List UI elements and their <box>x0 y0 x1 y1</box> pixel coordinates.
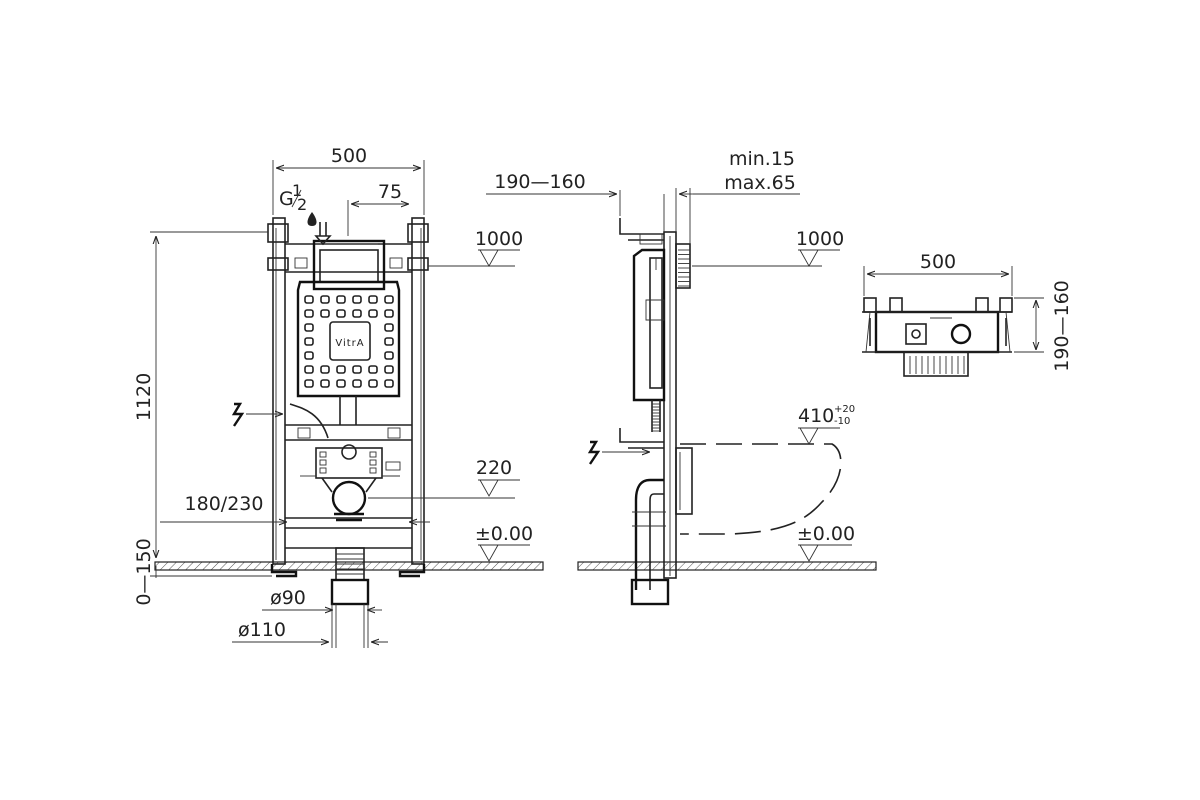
label-inlet-offset: 75 <box>378 181 402 203</box>
flush-opening <box>312 239 386 291</box>
label-thread-base: G <box>279 188 294 210</box>
dim-inlet-offset: 75 <box>347 181 409 236</box>
dim-top-depth: 190—160 <box>1014 280 1073 372</box>
dim-top-width: 500 <box>863 251 1013 296</box>
cistern-logo: VitrA <box>335 338 364 349</box>
side-drain-pipe <box>630 447 693 606</box>
side-cistern <box>632 248 666 432</box>
water-drop-icon <box>307 212 317 226</box>
cistern: VitrA <box>296 280 401 398</box>
frame-markers <box>294 257 403 269</box>
front-frame <box>267 217 429 578</box>
dim-pipe-large: ø110 <box>232 604 388 648</box>
dim-front-1000: 1000 <box>428 228 523 267</box>
label-clearance-min: min.15 <box>729 148 795 170</box>
label-thread-num: 1 <box>292 181 302 200</box>
label-top-depth: 190—160 <box>1051 280 1073 372</box>
dim-side-floor: ±0.00 <box>797 523 855 562</box>
dim-side-depth: 190—160 <box>486 171 694 232</box>
label-bowl-height: 410 <box>798 405 834 427</box>
drain-assembly <box>300 444 401 606</box>
side-electric-icon <box>587 440 650 465</box>
front-view: VitrA <box>133 145 544 648</box>
dim-side-1000: 1000 <box>692 228 844 267</box>
dim-front-width: 500 <box>272 145 425 215</box>
label-bowl-tol-plus: +20 <box>834 404 855 415</box>
label-bowl-tol-minus: -10 <box>834 416 850 427</box>
front-floor <box>154 561 544 571</box>
side-bowl-outline <box>680 443 842 535</box>
dim-foot-adjust: 0—150 <box>133 538 272 606</box>
label-pipe-small: ø90 <box>270 587 306 609</box>
label-front-height: 1120 <box>133 373 155 421</box>
top-view: 500 190—160 <box>862 251 1073 377</box>
side-frame <box>619 218 691 579</box>
label-foot-adjust: 0—150 <box>133 538 155 605</box>
label-side-depth: 190—160 <box>494 171 586 193</box>
electric-supply-icon <box>231 402 283 427</box>
label-front-floor: ±0.00 <box>475 523 533 545</box>
side-floor <box>577 561 877 571</box>
label-front-1000: 1000 <box>475 228 523 250</box>
dim-pipe-small: ø90 <box>262 587 382 648</box>
label-top-width: 500 <box>920 251 956 273</box>
dim-wall-clearance: min.15 max.65 <box>663 148 800 244</box>
dim-bolt-spacing: 180/230 <box>160 493 430 522</box>
dim-bowl-height: 410 +20 -10 <box>798 404 855 445</box>
label-pipe-large: ø110 <box>238 619 286 641</box>
label-inlet-thread: G 1 2 <box>279 181 307 214</box>
cistern-perforation <box>304 295 394 388</box>
label-drain-level: 220 <box>476 457 512 479</box>
top-frame <box>862 297 1013 377</box>
label-clearance-max: max.65 <box>724 172 796 194</box>
label-front-width: 500 <box>331 145 367 167</box>
label-side-1000: 1000 <box>796 228 844 250</box>
dim-front-height: 1120 <box>133 231 268 558</box>
dim-drain-level: 220 <box>368 457 520 499</box>
side-view: 190—160 min.15 max.65 1000 410 +20 -10 <box>486 148 877 606</box>
label-thread-den: 2 <box>297 195 307 214</box>
dim-front-floor: ±0.00 <box>475 523 533 562</box>
label-side-floor: ±0.00 <box>797 523 855 545</box>
water-inlet <box>289 212 357 439</box>
label-bolt-spacing: 180/230 <box>185 493 264 515</box>
